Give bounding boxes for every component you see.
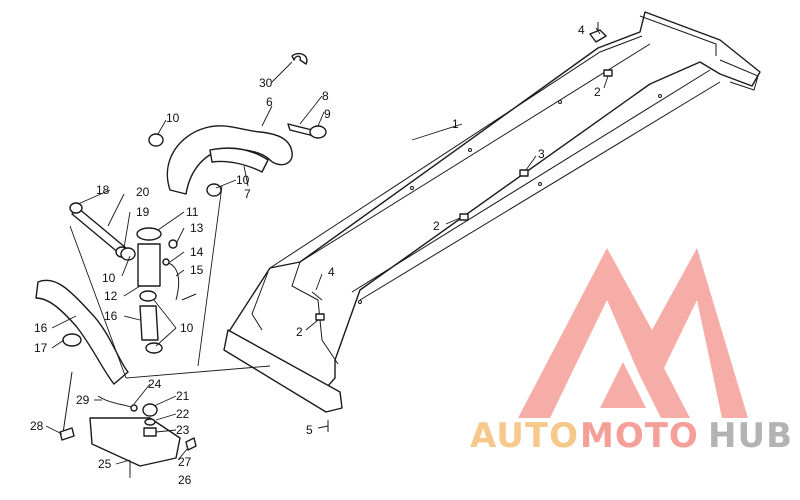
callout-28: 28 — [30, 419, 44, 433]
cap-11 — [136, 227, 162, 241]
callout-9: 9 — [324, 107, 331, 121]
clip-2c — [315, 313, 325, 321]
callout-29: 29 — [76, 393, 90, 407]
tube-29-long — [61, 371, 73, 441]
screw-28 — [59, 427, 75, 441]
callout-leaders — [45, 27, 609, 478]
clamp-20 — [62, 333, 82, 347]
callout-26: 26 — [178, 473, 192, 487]
hose-17 — [71, 207, 127, 255]
clip-3 — [519, 169, 529, 177]
clamp-10d — [145, 342, 163, 354]
clamp-10e — [120, 247, 136, 261]
callout-25: 25 — [98, 457, 112, 471]
callout-2: 2 — [433, 219, 440, 233]
callout-20: 17 — [34, 341, 48, 355]
watermark-word-moto: MOTO — [580, 416, 699, 456]
callout-2: 2 — [296, 325, 303, 339]
callout-10: 10 — [166, 111, 180, 125]
rail-clips — [311, 22, 613, 432]
bolt-4a — [589, 29, 607, 43]
callout-12: 12 — [104, 289, 118, 303]
leader-bracket — [69, 225, 127, 379]
clamp-9 — [309, 125, 327, 139]
frame-rail — [223, 11, 761, 413]
callout-13: 13 — [190, 221, 204, 235]
callout-7: 7 — [244, 187, 251, 201]
callout-10: 10 — [180, 321, 194, 335]
callout-17: 20 — [136, 185, 150, 199]
callout-4: 4 — [328, 265, 335, 279]
callout-15: 15 — [190, 263, 204, 277]
clip-2b — [459, 213, 469, 221]
neck-23 — [143, 427, 157, 437]
callout-6: 6 — [266, 95, 273, 109]
callout-23: 23 — [176, 423, 190, 437]
leader-hose-frame — [125, 365, 271, 379]
callout-21: 21 — [176, 389, 190, 403]
washer-13 — [168, 239, 178, 249]
callout-2: 2 — [594, 85, 601, 99]
callout-8: 8 — [322, 89, 329, 103]
hose-18 — [139, 305, 159, 341]
clip-30 — [291, 52, 308, 65]
callout-22: 22 — [176, 407, 190, 421]
callout-30: 30 — [259, 76, 273, 90]
filler-neck-assembly — [69, 202, 197, 354]
leader-hose-tee — [197, 185, 223, 367]
callout-10: 10 — [102, 271, 116, 285]
callout-1: 1 — [452, 117, 459, 131]
arrow-marker — [181, 293, 197, 301]
overflow-bottle-assembly — [59, 371, 197, 474]
callout-11: 11 — [186, 205, 199, 219]
clamp-10a — [148, 133, 164, 147]
clip-2a — [603, 69, 613, 77]
callout-4: 4 — [578, 23, 585, 37]
screw-27 — [185, 437, 197, 451]
bolt-4b — [311, 291, 323, 301]
gasket-22 — [144, 418, 156, 426]
watermark-logo — [518, 248, 748, 418]
filler-neck-12 — [137, 243, 161, 287]
tube-15 — [161, 261, 180, 301]
bottle — [89, 417, 181, 467]
tube-29 — [97, 395, 135, 409]
callout-16: 19 — [136, 205, 150, 219]
callout-14: 14 — [190, 245, 204, 259]
hose-sleeve-7 — [209, 147, 269, 173]
callout-labels: 4 2 1 3 2 4 2 5 6 7 8 9 30 10 10 18 20 1… — [30, 23, 601, 487]
clamp-10c — [139, 290, 157, 302]
watermark-word-auto: AUTO — [470, 416, 579, 456]
callout-18: 16 — [104, 309, 118, 323]
lower-hose — [35, 279, 129, 385]
callout-27: 27 — [178, 455, 192, 469]
clamp-10b — [206, 183, 222, 197]
callout-24: 24 — [148, 377, 162, 391]
callout-3: 3 — [538, 147, 545, 161]
clamp-14 — [162, 258, 170, 266]
clamp-16a — [69, 202, 83, 214]
cap-21 — [142, 403, 158, 417]
watermark-word-hub: HUB — [708, 416, 793, 456]
callout-10: 10 — [236, 173, 250, 187]
upper-hose — [148, 52, 327, 197]
watermark-wordmark: AUTO MOTO HUB — [470, 416, 793, 456]
callout-16: 18 — [96, 183, 110, 197]
callout-19: 16 — [34, 321, 48, 335]
callout-5: 5 — [306, 423, 313, 437]
fitting-24 — [130, 404, 138, 412]
